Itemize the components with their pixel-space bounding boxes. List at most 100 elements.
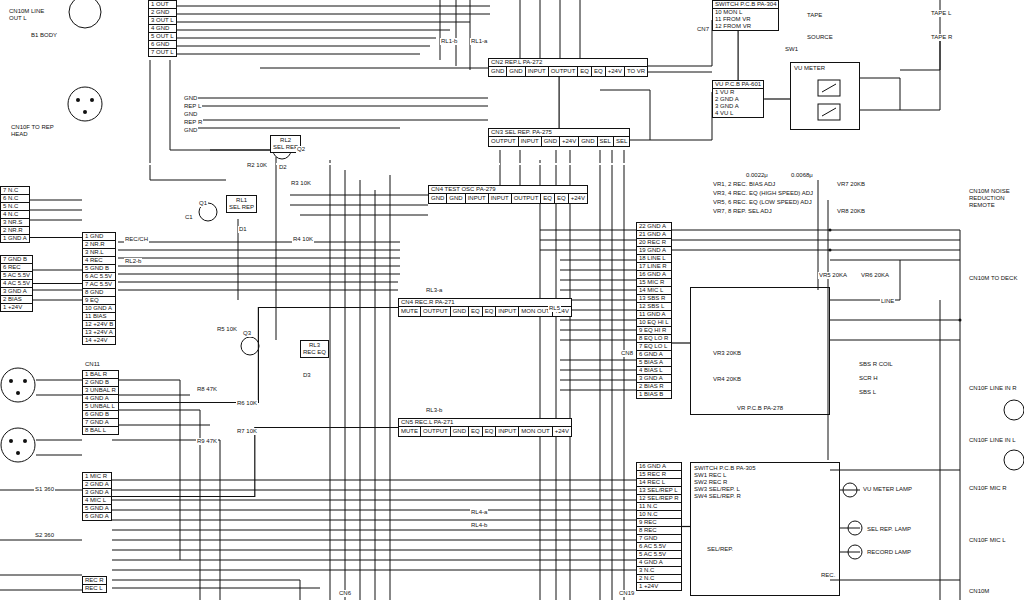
part-label: GND (183, 127, 198, 134)
pin-label: 6 GND B (83, 411, 118, 419)
wire-connector (30, 237, 82, 238)
pin-label: 5 UNBAL L (83, 403, 118, 411)
board-title: VU METER (793, 65, 826, 72)
pin-label: TO VR (624, 67, 647, 76)
connector-strip: 7 GND B6 REC5 AC 5.5V4 AC 5.5V3 GND A2 B… (0, 255, 33, 312)
pin-label: 11 BIAS (83, 313, 115, 321)
pin-label: 2 NR.R (83, 241, 115, 249)
board-title: CN3 SEL REP. PA-275 (489, 129, 629, 137)
pin-label: 7 AC 5.5V (83, 281, 115, 289)
pin-label: OUTPUT (511, 194, 541, 203)
pin-label: EQ (577, 67, 591, 76)
pin-label: 3 NR.S (1, 219, 29, 227)
pcb-board: VU P.C.B PA-6011 VU R2 GND A3 GND A4 VU … (712, 80, 764, 118)
pcb-board: CN5 REC.L PA-271MUTEOUTPUTGNDEQEQINPUTMO… (398, 418, 572, 437)
relay-box: RL3REC EQ (300, 340, 329, 358)
pin-label: 4 GND A (83, 395, 118, 403)
part-label: RL4-b (470, 522, 488, 529)
connector-strip: 1 GND2 NR.R3 NR.L4 REC5 GND B6 AC 5.5V7 … (82, 232, 116, 345)
wire-connector (737, 31, 738, 80)
pin-label: 5 AC 5.5V (1, 272, 32, 280)
pin-label: OUTPUT (489, 137, 518, 146)
part-label: CN10F MIC R (968, 485, 1020, 492)
part-label: GND (183, 111, 198, 118)
pin-label: GND (450, 427, 468, 436)
pin-label: 1 +24V (1, 304, 32, 311)
pin-label: 5 GND A (83, 505, 111, 513)
pin-label: 4 MIC L (83, 497, 111, 505)
pin-label: 9 REC (637, 519, 681, 527)
pin-label: INPUT (495, 307, 518, 316)
part-label: SBS L (858, 389, 877, 396)
pin-label: 3 GND A (637, 375, 671, 383)
board-title: VU P.C.B PA-601 (713, 81, 763, 89)
pin-label: 8 GND (83, 289, 115, 297)
pcb-board: CN4 REC.R PA-271MUTEOUTPUTGNDEQEQINPUTMO… (398, 298, 572, 317)
pin-label: 2 N.C (637, 575, 681, 583)
pin-label: SEL (613, 137, 629, 146)
relay-label: RL2 (273, 137, 298, 144)
part-label: CN19 (618, 590, 635, 597)
pin-label: 5 GND B (83, 265, 115, 273)
pin-label: SEL (597, 137, 613, 146)
pin-label: OUTPUT (548, 67, 578, 76)
pin-label: 8 EQ LO R (637, 335, 671, 343)
board-title: SWITCH P.C.B PA-304 (713, 1, 778, 9)
relay-label: SEL REP (229, 204, 254, 211)
part-label: RL1-a (470, 38, 488, 45)
pin-label: GND (489, 67, 506, 76)
pin-label: 1 GND A (1, 235, 29, 242)
pin-label: 18 LINE L (637, 255, 671, 263)
part-label: CN11 (84, 361, 101, 368)
pin-label: +24V (552, 427, 571, 436)
part-label: RL2-b (124, 258, 142, 265)
relay-label: RL3 (303, 342, 326, 349)
connector-strip: REC RREC L (82, 576, 107, 593)
pin-label: 13 SEL/REP L (637, 487, 681, 495)
part-label: S1 360 (34, 486, 55, 493)
switch-label: SW1 REC L (693, 472, 727, 479)
pin-label: 7 OUT L (149, 49, 176, 56)
pin-label: 13 SBS R (637, 295, 671, 303)
pin-label: 9 EQ HI R (637, 327, 671, 335)
pin-label: 16 GND A (637, 463, 681, 471)
pin-label: REC R (83, 577, 106, 585)
wire-connector (672, 342, 690, 343)
part-label: CN10M NOISE REDUCTION REMOTE (968, 188, 1022, 209)
part-label: R3 10K (290, 180, 312, 187)
pin-label: 7 EQ LO L (637, 343, 671, 351)
part-label: REC. (820, 572, 836, 579)
pin-label: 4 BIAS L (637, 367, 671, 375)
pin-label: 7 N.C (1, 187, 29, 195)
part-label: RL3-b (425, 407, 443, 414)
pcb-board: CN4 TEST OSC PA-279GNDGNDINPUTINPUTOUTPU… (428, 185, 588, 204)
pin-label: 3 OUT L (149, 17, 176, 25)
pin-label: EQ (554, 194, 568, 203)
switch-label: SW2 REC R (693, 479, 728, 486)
connector-strip: 16 GND A15 REC R14 REC L13 SEL/REP L12 S… (636, 462, 682, 591)
pin-label: 6 GND A (637, 351, 671, 359)
pin-row: MUTEOUTPUTGNDEQEQINPUTMON OUT+24V (399, 427, 571, 436)
pcb-board: CN2 REP.L PA-272GNDGNDINPUTOUTPUTEQEQ+24… (488, 58, 648, 77)
part-label: R8 47K (196, 386, 218, 393)
pin-label: INPUT (525, 67, 548, 76)
board-title: VR P.C.B PA-278 (736, 405, 784, 412)
connector-strip: 1 MIC R2 GND A3 GND A4 MIC L5 GND A6 GND… (82, 472, 112, 521)
pin-label: GND (506, 67, 524, 76)
part-label: REC/CH (124, 236, 149, 243)
part-label: SW1 (784, 46, 799, 53)
relay-label: REC EQ (303, 349, 326, 356)
pin-label: 6 AC 5.5V (83, 273, 115, 281)
part-label: RL5 (548, 305, 561, 312)
pcb-board: CN3 SEL REP. PA-275OUTPUTINPUTGND+24VGND… (488, 128, 630, 147)
pin-label: INPUT (518, 137, 541, 146)
pin-label: MON OUT (518, 307, 551, 316)
pin-label: 22 GND A (637, 223, 671, 231)
part-label: SEL REP. LAMP (866, 526, 912, 533)
switch-label: SW3 SEL/REP. L (693, 486, 741, 493)
part-label: CN8 (620, 350, 634, 357)
pcb-outline: SWITCH P.C.B PA-305SW1 REC LSW2 REC RSW3… (690, 462, 840, 596)
part-label: VR5, 6 REC. EQ (LOW SPEED) ADJ (712, 199, 813, 206)
pin-label: 16 GND A (637, 271, 671, 279)
part-label: RECORD LAMP (866, 549, 912, 556)
